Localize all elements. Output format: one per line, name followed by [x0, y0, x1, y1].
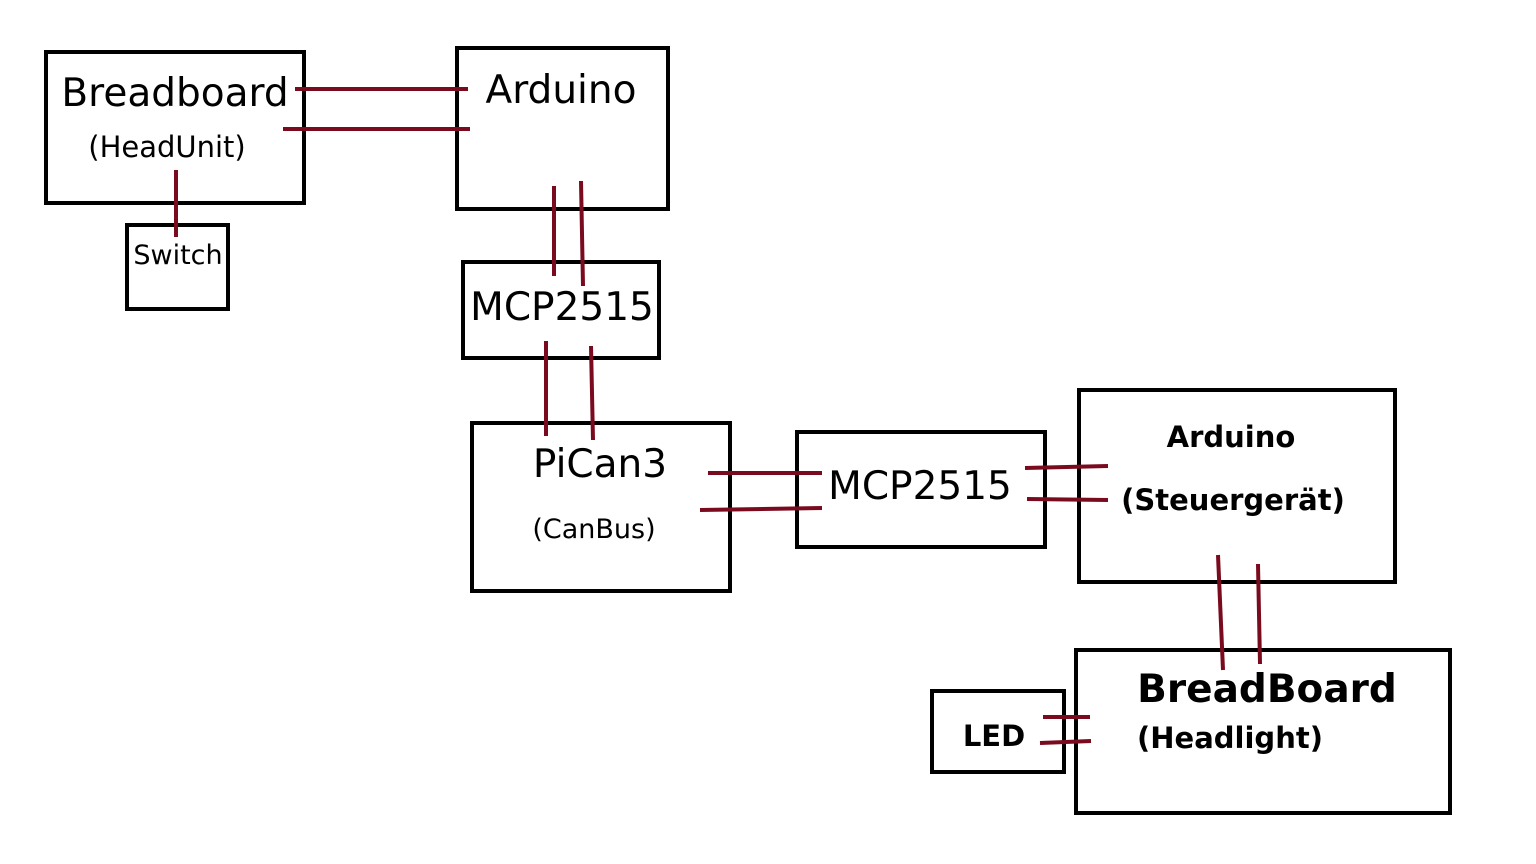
arduino-top-title: Arduino — [486, 68, 637, 113]
wires — [174, 87, 1262, 745]
breadboard-headunit-title: Breadboard — [61, 71, 288, 116]
pican3-title: PiCan3 — [533, 442, 667, 487]
breadboard-headunit-subtitle: (HeadUnit) — [88, 130, 246, 164]
arduino-top-box[interactable] — [455, 46, 670, 211]
pican3-box[interactable] — [470, 421, 732, 593]
mcp2515-right-box[interactable] — [795, 430, 1047, 549]
breadboard-headlight-box[interactable] — [1074, 648, 1452, 815]
wire-pican-mcp-2 — [699, 506, 823, 512]
breadboard-headlight-subtitle: (Headlight) — [1137, 721, 1323, 755]
switch-box[interactable] — [125, 223, 230, 311]
wire-mcp-steuergeraet-1 — [1024, 464, 1109, 470]
pican3-subtitle: (CanBus) — [532, 514, 655, 545]
switch-title: Switch — [133, 240, 222, 271]
mcp2515-top-box[interactable] — [461, 260, 661, 360]
wire-mcp-steuergeraet-2 — [1026, 497, 1109, 502]
arduino-steuergeraet-box[interactable] — [1077, 388, 1397, 584]
mcp2515-top-title: MCP2515 — [470, 285, 654, 330]
mcp2515-right-title: MCP2515 — [828, 464, 1012, 509]
wire-steuergeraet-headlight-1 — [1216, 554, 1225, 671]
wire-led-headlight-2 — [1039, 739, 1092, 745]
wire-mcp-pican-2 — [589, 345, 595, 441]
arduino-steuergeraet-subtitle: (Steuergerät) — [1121, 483, 1345, 517]
led-box[interactable] — [930, 689, 1066, 774]
led-title: LED — [963, 719, 1025, 753]
breadboard-headlight-title: BreadBoard — [1137, 667, 1397, 712]
wire-arduino-mcp-2 — [579, 180, 585, 287]
arduino-steuergeraet-title: Arduino — [1167, 420, 1296, 454]
wire-steuergeraet-headlight-2 — [1256, 563, 1262, 665]
